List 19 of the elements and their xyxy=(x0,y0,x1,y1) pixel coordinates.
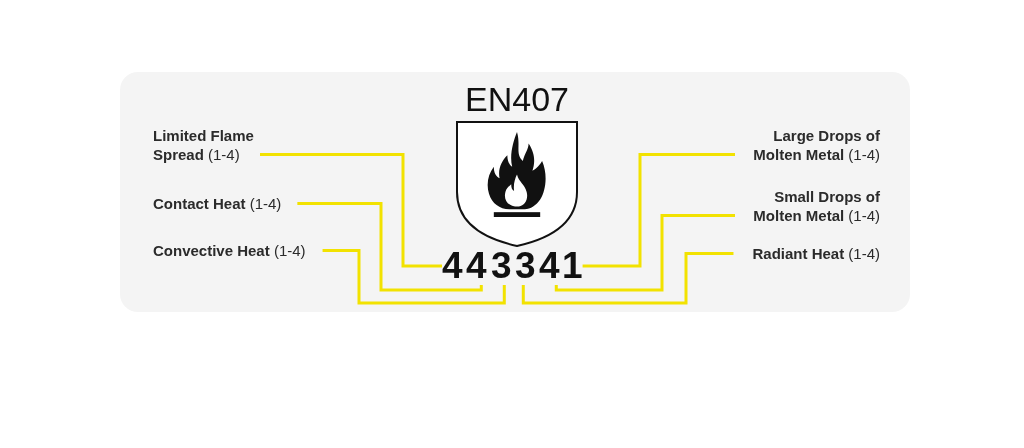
rating-digit: 4 xyxy=(442,247,463,285)
leader-line xyxy=(322,249,506,305)
rating-digit: 3 xyxy=(491,247,512,285)
leader-line xyxy=(582,153,735,268)
property-label: Large Drops of Molten Metal (1-4) xyxy=(750,126,880,164)
property-label: Radiant Heat (1-4) xyxy=(752,244,880,263)
rating-digit: 4 xyxy=(466,247,487,285)
leader-line xyxy=(554,214,735,292)
property-label: Small Drops of Molten Metal (1-4) xyxy=(750,187,880,225)
leader-line xyxy=(297,202,483,292)
rating-digit: 4 xyxy=(539,247,560,285)
rating-digit: 1 xyxy=(562,247,583,285)
property-label: Limited Flame Spread (1-4) xyxy=(153,126,258,164)
leader-line xyxy=(260,153,442,268)
leader-line xyxy=(521,252,734,305)
property-label: Contact Heat (1-4) xyxy=(153,194,282,213)
property-label: Convective Heat (1-4) xyxy=(153,241,306,260)
rating-digit: 3 xyxy=(515,247,536,285)
standard-title: EN407 xyxy=(465,82,569,116)
